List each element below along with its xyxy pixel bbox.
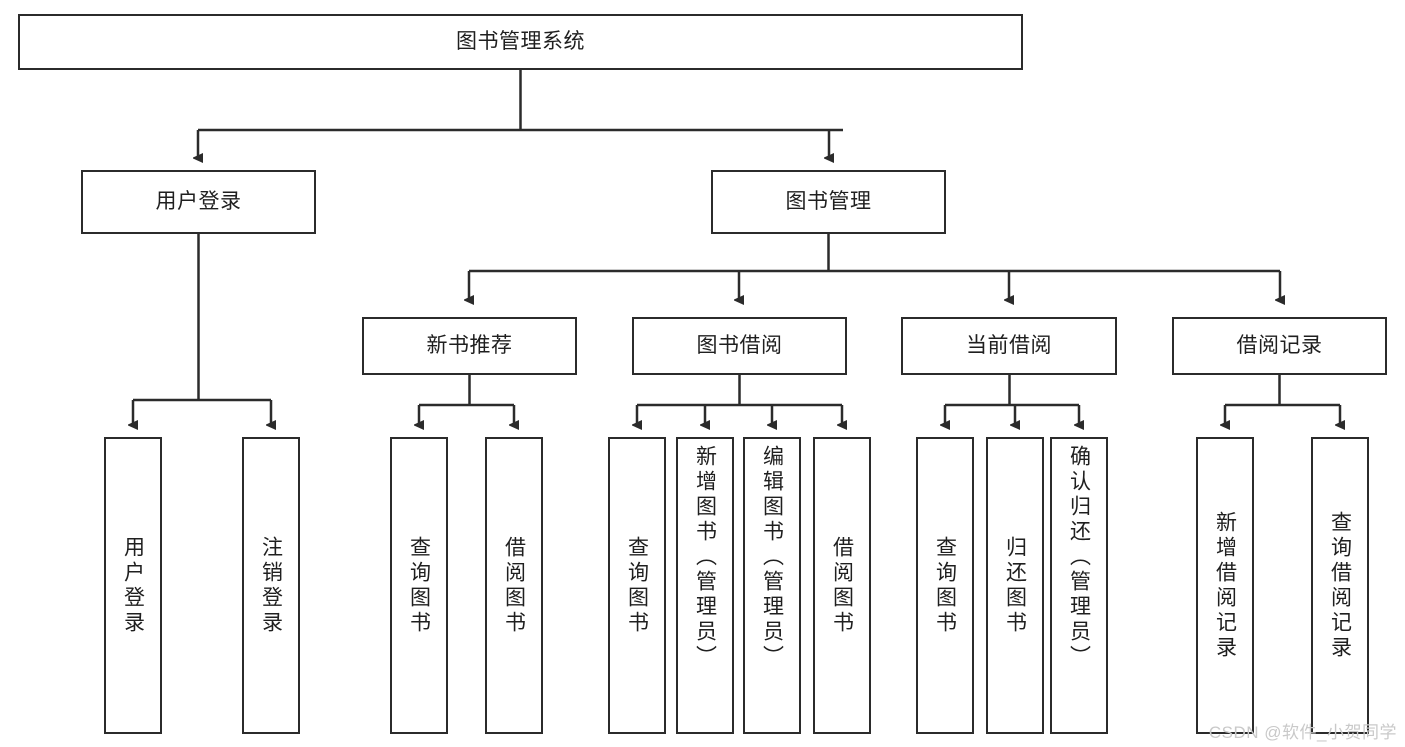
node-label: 归还图书 [1003,535,1027,636]
leaf-new-book-borrow-books[interactable]: 借阅图书 [485,437,543,734]
node-label: 图书管理 [785,189,872,213]
node-label: 查询借阅记录 [1328,510,1352,661]
leaf-current-borrow-confirm-return-admin[interactable]: 确认归还（管理员） [1050,437,1108,734]
node-label: 新增借阅记录 [1213,510,1237,661]
node-label: 新书推荐 [426,333,513,357]
leaf-borrow-record-query-record[interactable]: 查询借阅记录 [1311,437,1369,734]
node-borrow-record[interactable]: 借阅记录 [1172,317,1387,375]
node-current-borrow[interactable]: 当前借阅 [901,317,1117,375]
node-label: 查询图书 [933,535,957,636]
node-label: 确认归还（管理员） [1067,445,1091,670]
leaf-current-borrow-query-books[interactable]: 查询图书 [916,437,974,734]
node-label: 用户登录 [155,189,242,213]
node-book-management[interactable]: 图书管理 [711,170,946,234]
leaf-user-login-login[interactable]: 用户登录 [104,437,162,734]
node-label: 图书管理系统 [456,29,585,53]
leaf-current-borrow-return-books[interactable]: 归还图书 [986,437,1044,734]
node-label: 查询图书 [625,535,649,636]
csdn-watermark: CSDN @软件_小贺同学 [1208,723,1397,742]
node-label: 借阅图书 [830,535,854,636]
node-root-book-management-system[interactable]: 图书管理系统 [18,14,1023,70]
leaf-book-borrow-add-book-admin[interactable]: 新增图书（管理员） [676,437,734,734]
leaf-book-borrow-edit-book-admin[interactable]: 编辑图书（管理员） [743,437,801,734]
node-label: 当前借阅 [966,333,1052,357]
leaf-new-book-query-books[interactable]: 查询图书 [390,437,448,734]
leaf-book-borrow-query-books[interactable]: 查询图书 [608,437,666,734]
node-label: 图书借阅 [696,333,783,357]
node-label: 查询图书 [407,535,431,636]
node-label: 新增图书（管理员） [693,445,717,670]
node-label: 借阅记录 [1236,333,1323,357]
node-user-login[interactable]: 用户登录 [81,170,316,234]
node-label: 注销登录 [259,535,283,636]
leaf-book-borrow-borrow-books[interactable]: 借阅图书 [813,437,871,734]
node-label: 借阅图书 [502,535,526,636]
leaf-user-login-logout[interactable]: 注销登录 [242,437,300,734]
node-label: 用户登录 [121,535,145,636]
node-book-borrow[interactable]: 图书借阅 [632,317,847,375]
leaf-borrow-record-add-record[interactable]: 新增借阅记录 [1196,437,1254,734]
node-label: 编辑图书（管理员） [760,445,784,670]
node-new-book-recommend[interactable]: 新书推荐 [362,317,577,375]
